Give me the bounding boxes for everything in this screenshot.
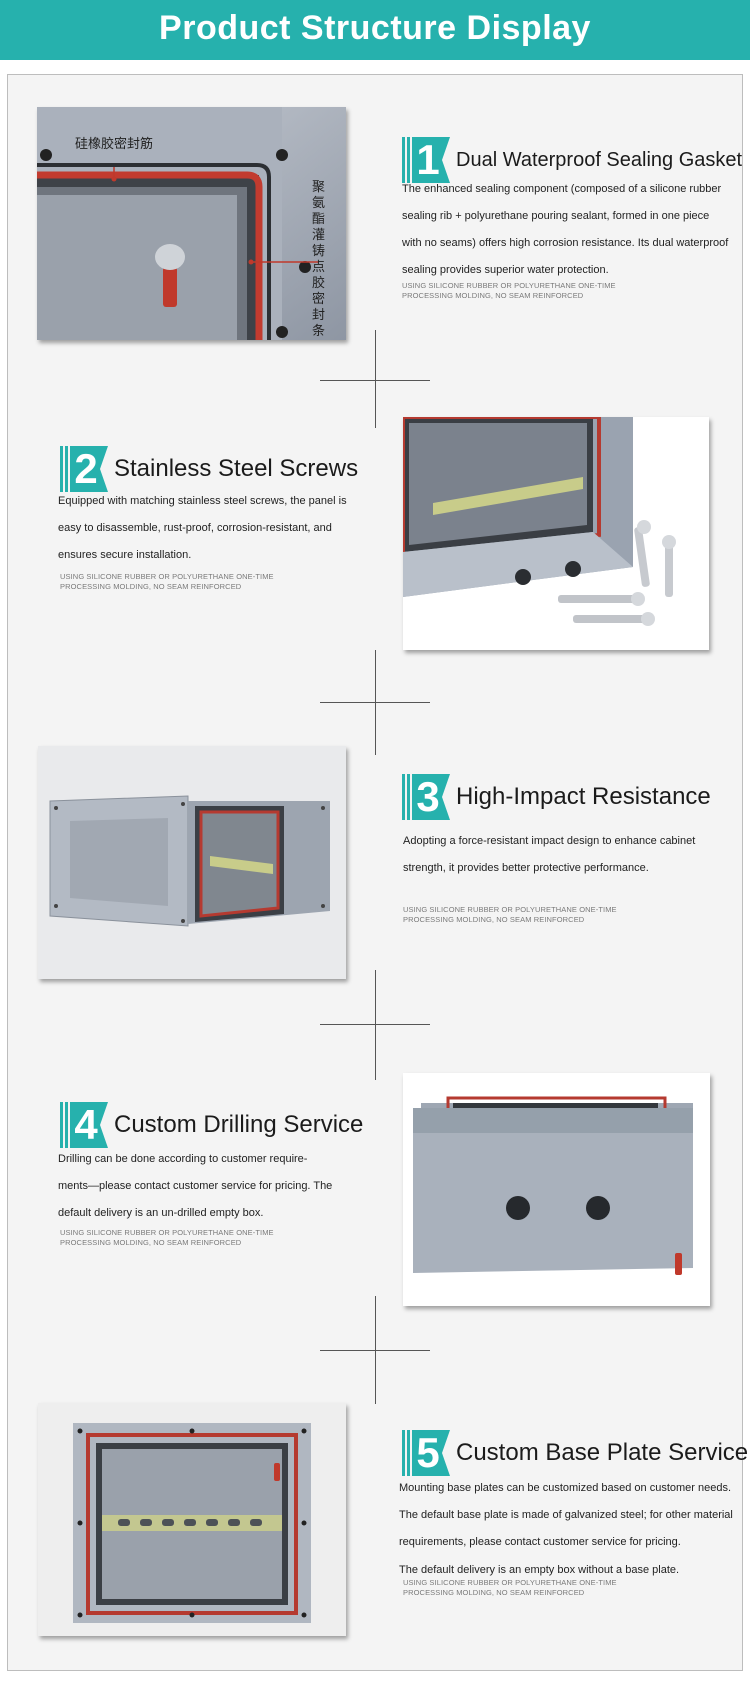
number-badge: 5 xyxy=(402,1429,450,1476)
section-1-note: USING SILICONE RUBBER OR POLYURETHANE ON… xyxy=(402,281,616,300)
section-title-text: Custom Drilling Service xyxy=(114,1111,364,1138)
section-3-description: Adopting a force-resistant impact design… xyxy=(403,835,696,874)
section-4-note: USING SILICONE RUBBER OR POLYURETHANE ON… xyxy=(60,1228,274,1247)
base-plate-image xyxy=(38,1403,346,1636)
page-title: Product Structure Display xyxy=(159,9,591,47)
section-2-description: Equipped with matching stainless steel s… xyxy=(58,495,347,561)
number-badge: 4 xyxy=(60,1101,108,1148)
section-title-text: Stainless Steel Screws xyxy=(114,455,359,482)
divider-horizontal xyxy=(320,1350,430,1351)
open-enclosure-image xyxy=(38,746,346,979)
section-1-description: The enhanced sealing component (composed… xyxy=(402,183,729,276)
section-2-note: USING SILICONE RUBBER OR POLYURETHANE ON… xyxy=(60,572,274,591)
divider-vertical xyxy=(375,970,376,1080)
divider-horizontal xyxy=(320,380,430,381)
number-badge: 3 xyxy=(402,773,450,820)
divider-horizontal xyxy=(320,1024,430,1025)
screws-enclosure-image xyxy=(403,417,709,650)
number-badge: 2 xyxy=(60,445,108,492)
divider-vertical xyxy=(375,330,376,428)
section-title-text: High-Impact Resistance xyxy=(456,783,711,810)
gasket-closeup-image xyxy=(37,107,346,340)
polyurethane-strip-label: 聚氨酯灌铸点胶密封条 xyxy=(312,180,326,339)
section-5-description: Mounting base plates can be customized b… xyxy=(399,1482,733,1576)
section-3-note: USING SILICONE RUBBER OR POLYURETHANE ON… xyxy=(403,905,617,924)
section-5-note: USING SILICONE RUBBER OR POLYURETHANE ON… xyxy=(403,1578,617,1597)
section-title-text: Dual Waterproof Sealing Gasket xyxy=(456,149,743,171)
section-title-text: Custom Base Plate Service xyxy=(456,1439,749,1466)
page-header: Product Structure Display xyxy=(0,0,750,60)
number-badge: 1 xyxy=(402,136,450,183)
silicone-rib-label: 硅橡胶密封筋 xyxy=(75,137,154,152)
undrilled-box-image xyxy=(403,1073,710,1306)
divider-horizontal xyxy=(320,702,430,703)
section-4-description: Drilling can be done according to custom… xyxy=(58,1153,333,1219)
